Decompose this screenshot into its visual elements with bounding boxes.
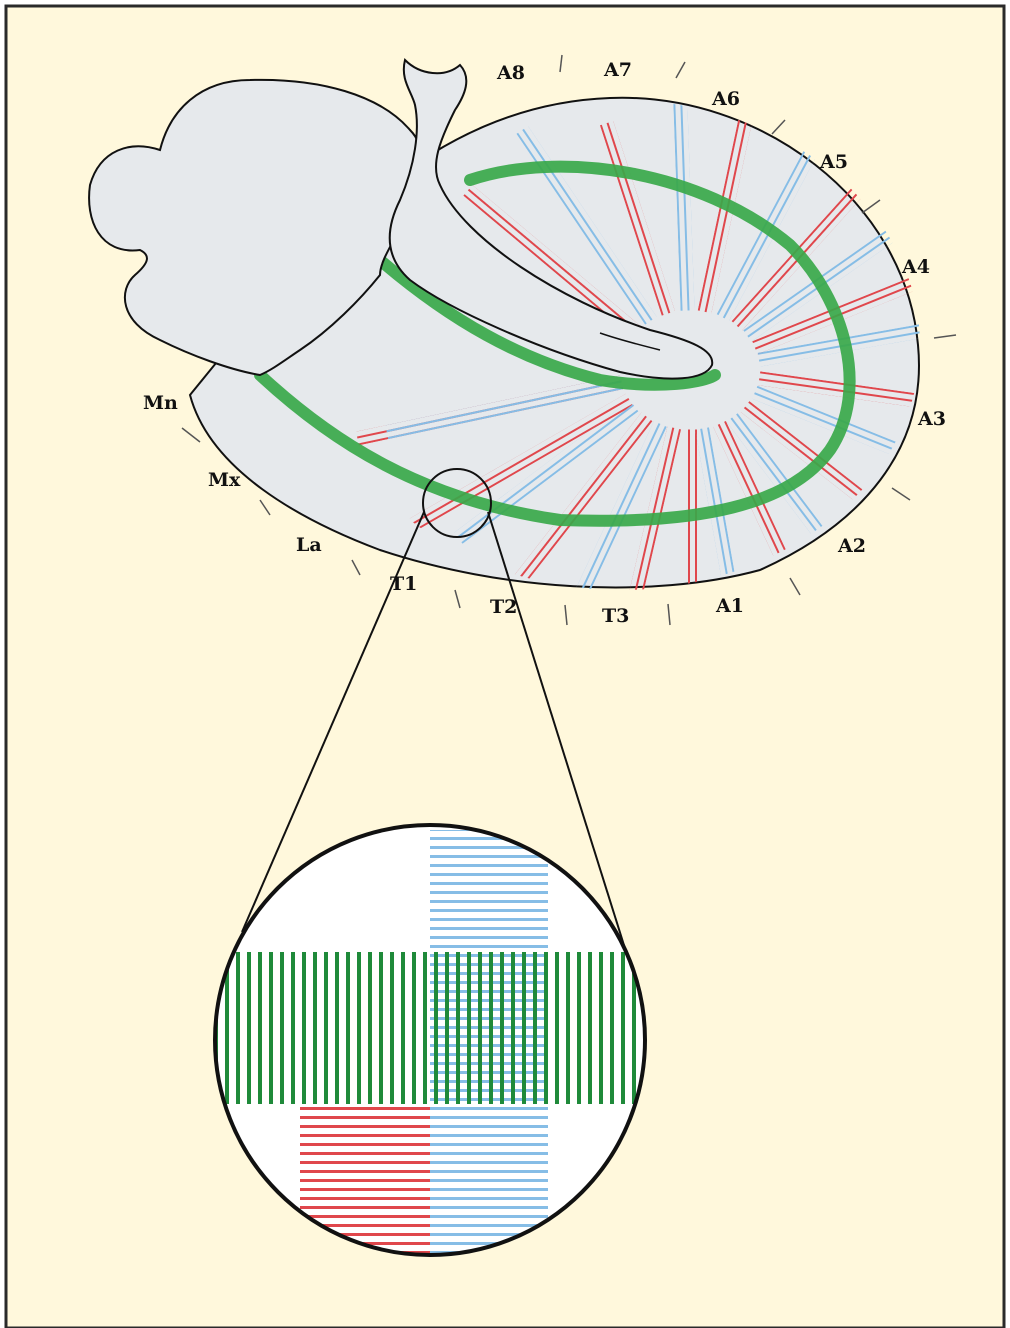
green-stripe [247,952,251,1104]
green-stripe [368,952,372,1104]
green-stripe [313,952,317,1104]
label-a3: A3 [917,408,946,430]
label-t2: T2 [490,596,517,618]
green-stripe [291,952,295,1104]
label-mn: Mn [143,392,178,414]
green-stripe [489,952,493,1104]
green-stripe [401,952,405,1104]
green-stripe [621,952,625,1104]
green-stripe [544,952,548,1104]
green-stripe [302,952,306,1104]
label-t1: T1 [390,573,417,595]
label-a4: A4 [901,256,930,278]
green-stripe [324,952,328,1104]
green-stripe [588,952,592,1104]
green-stripe [258,952,262,1104]
green-stripe [434,952,438,1104]
green-stripe [478,952,482,1104]
green-stripe [566,952,570,1104]
green-stripe [346,952,350,1104]
label-a7: A7 [603,59,632,81]
label-a8: A8 [496,62,525,84]
label-t3: T3 [602,605,629,627]
green-stripe [379,952,383,1104]
green-stripe [456,952,460,1104]
green-stripe [280,952,284,1104]
green-stripe [533,952,537,1104]
green-stripe [500,952,504,1104]
label-a6: A6 [711,88,740,110]
green-stripe [335,952,339,1104]
green-stripe [412,952,416,1104]
label-a1: A1 [715,595,744,617]
label-a5: A5 [819,151,848,173]
green-stripe [357,952,361,1104]
label-mx: Mx [208,469,241,491]
green-stripe [467,952,471,1104]
label-la: La [296,534,322,556]
green-stripe [511,952,515,1104]
green-stripe [423,952,427,1104]
label-a2: A2 [837,535,866,557]
green-stripe [445,952,449,1104]
green-stripe [522,952,526,1104]
green-stripe [577,952,581,1104]
green-stripe [390,952,394,1104]
green-stripe [610,952,614,1104]
green-stripe [555,952,559,1104]
green-stripe [269,952,273,1104]
green-stripe [599,952,603,1104]
green-stripe [236,952,240,1104]
